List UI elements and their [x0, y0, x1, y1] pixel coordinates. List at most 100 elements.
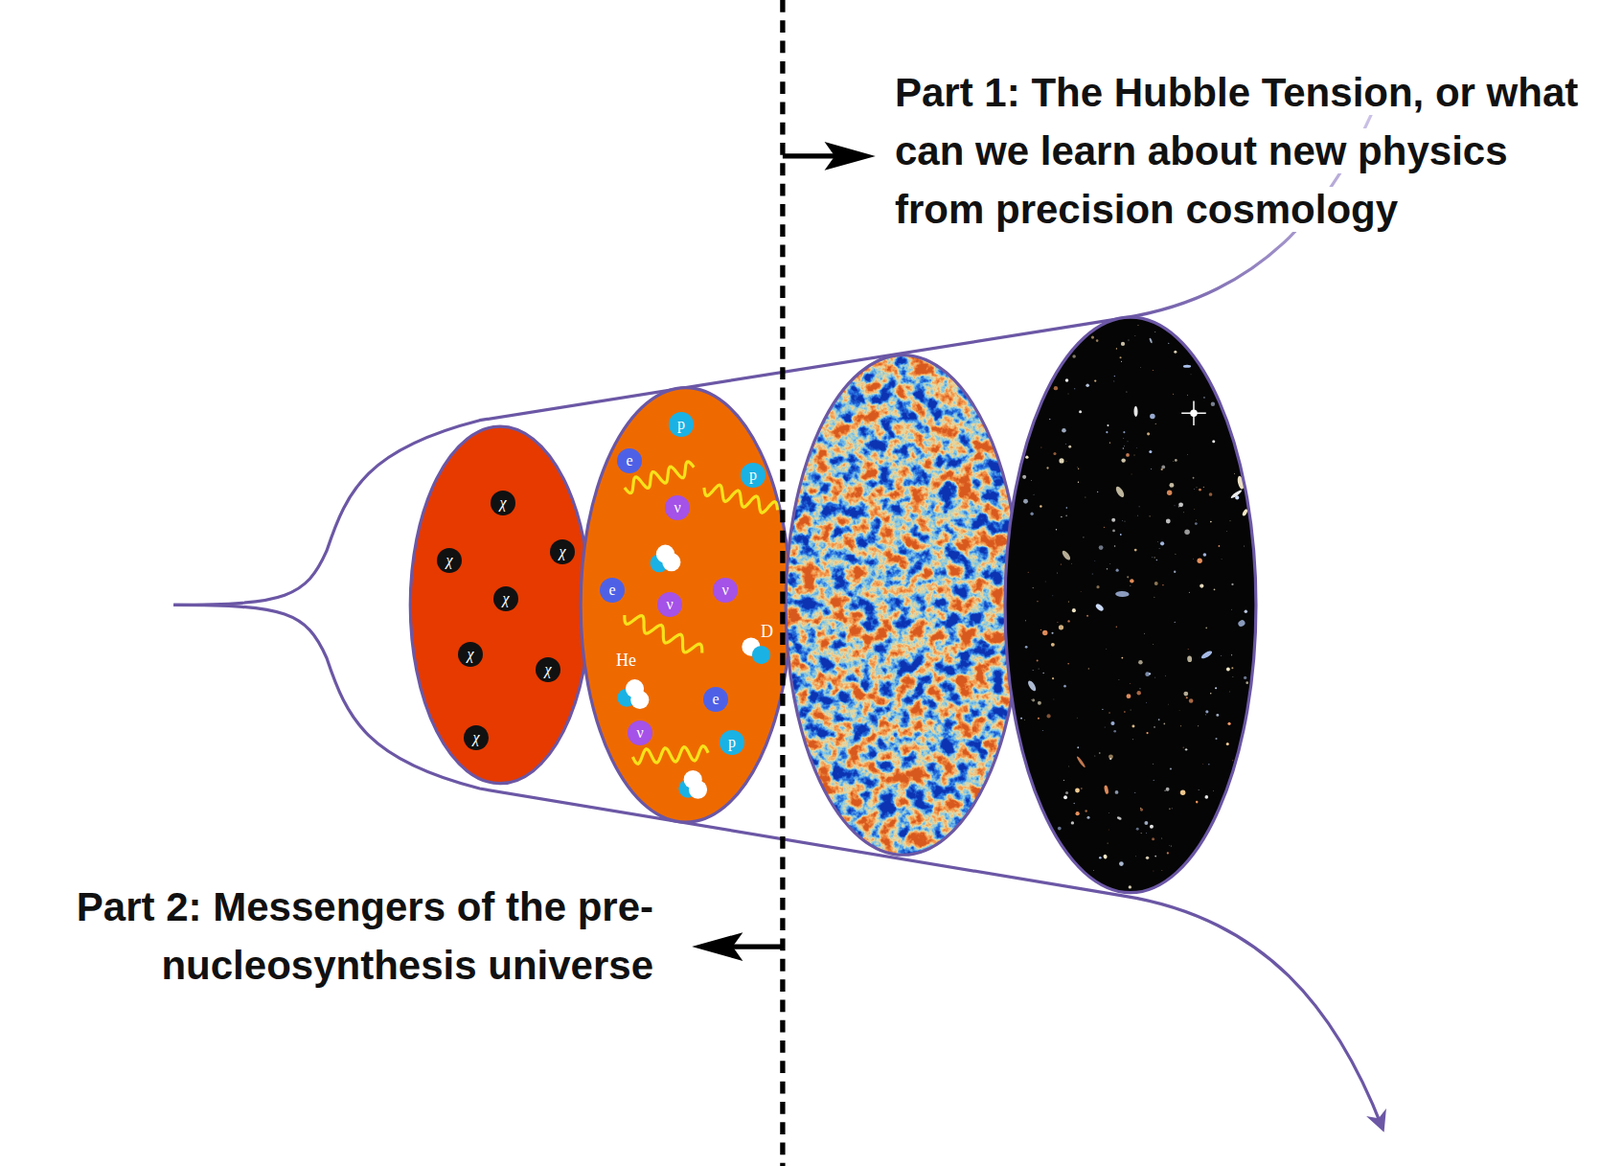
- cmb-map: [781, 350, 1028, 861]
- star-dot: [1065, 791, 1069, 795]
- star-dot: [1152, 869, 1155, 872]
- star-dot: [1058, 624, 1064, 630]
- galaxy: [1116, 816, 1122, 822]
- star-dot: [1213, 588, 1216, 591]
- star-dot: [1151, 556, 1154, 559]
- galaxy: [1103, 784, 1110, 795]
- star-dot: [1148, 672, 1151, 675]
- star-dot: [1164, 790, 1166, 792]
- galaxy: [1115, 591, 1130, 597]
- star-dot: [1031, 698, 1035, 702]
- star-dot: [1180, 725, 1182, 727]
- star-dot: [1165, 519, 1171, 525]
- star-dot: [1148, 515, 1150, 517]
- star-dot: [1105, 431, 1108, 434]
- star-dot: [1197, 725, 1199, 727]
- star-dot: [1022, 475, 1027, 480]
- star-dot: [1122, 447, 1125, 450]
- star-dot: [1205, 713, 1207, 715]
- star-dot: [1084, 809, 1087, 812]
- star-dot: [1210, 521, 1212, 524]
- particle-circle: e: [617, 448, 642, 474]
- star-dot: [1029, 512, 1033, 516]
- star-dot: [1042, 630, 1048, 636]
- particle-symbol: ν: [673, 500, 681, 516]
- part-heading-box: Part 2: Messengers of the pre-nucleosynt…: [3, 877, 654, 995]
- star-dot: [1096, 339, 1099, 343]
- star-dot: [1166, 489, 1172, 495]
- particle-circle: ν: [664, 495, 690, 521]
- star-dot: [1051, 642, 1055, 647]
- star-dot: [1052, 452, 1056, 456]
- galaxy: [1236, 618, 1247, 628]
- star-dot: [1122, 431, 1125, 434]
- star-dot: [1030, 479, 1033, 481]
- star-dot: [1226, 667, 1231, 672]
- star-dot: [1103, 526, 1105, 528]
- star-dot: [1210, 692, 1212, 694]
- photon-waves: [624, 461, 778, 764]
- star-dot: [1198, 488, 1202, 492]
- star-dot: [1107, 828, 1110, 831]
- star-dot: [1128, 885, 1132, 889]
- bright-star: [1181, 400, 1207, 426]
- star-dot: [1160, 541, 1165, 546]
- particle-circle: χ: [457, 641, 483, 667]
- particle-symbol: ν: [636, 725, 643, 741]
- nucleus-label-box: He: [616, 651, 637, 671]
- star-dot: [1205, 709, 1209, 713]
- part1-arrow-head: [824, 141, 876, 171]
- star-dot: [1044, 580, 1047, 583]
- galaxy: [1200, 649, 1214, 661]
- star-dot: [1094, 560, 1097, 563]
- star-dot: [1186, 454, 1189, 457]
- star-dot: [1032, 587, 1034, 589]
- star-dot: [1162, 584, 1164, 586]
- star-dot: [1072, 354, 1076, 359]
- star-dot: [1229, 520, 1232, 523]
- particle-circle: χ: [535, 657, 561, 683]
- star-dot: [1215, 713, 1219, 717]
- galaxy: [1230, 488, 1243, 500]
- star-dot: [1049, 418, 1052, 421]
- star-dot: [1143, 821, 1148, 825]
- star-dot: [1161, 837, 1164, 840]
- dark-matter-era: [410, 426, 590, 784]
- star-dot: [1126, 440, 1129, 443]
- star-dot: [1120, 361, 1122, 363]
- particle-circle: p: [740, 462, 766, 488]
- nucleus-label: He: [616, 650, 637, 670]
- star-dot: [1146, 432, 1150, 435]
- star-dot: [1119, 861, 1124, 867]
- star-dot: [1080, 787, 1083, 790]
- star-dot: [1041, 730, 1044, 732]
- star-dot: [1141, 832, 1143, 834]
- star-dot: [1187, 394, 1189, 396]
- galaxy: [1133, 406, 1138, 417]
- cmb-era: [785, 355, 1021, 856]
- star-dot: [1131, 738, 1134, 741]
- star-dot: [1168, 845, 1171, 847]
- star-dot: [1149, 413, 1155, 419]
- particle-symbol: χ: [502, 591, 509, 607]
- star-dot: [1169, 767, 1172, 770]
- star-dot: [1234, 473, 1236, 476]
- star-dot: [1114, 375, 1116, 377]
- star-dot: [1151, 837, 1155, 841]
- star-dot: [1106, 568, 1108, 570]
- part2-arrow-head: [691, 932, 743, 961]
- star-dot: [1178, 502, 1184, 507]
- star-dot: [1125, 390, 1128, 393]
- star-dot: [1152, 369, 1154, 371]
- star-dot: [1192, 487, 1195, 490]
- star-dot: [1123, 520, 1126, 523]
- star-dot: [1220, 655, 1223, 658]
- star-dot: [1046, 466, 1049, 469]
- star-dot: [1161, 465, 1166, 470]
- star-dot: [1024, 718, 1027, 721]
- star-dot: [1228, 690, 1231, 693]
- particle-circle: χ: [549, 539, 575, 565]
- star-dot: [1203, 552, 1208, 557]
- star-dot: [1103, 726, 1106, 729]
